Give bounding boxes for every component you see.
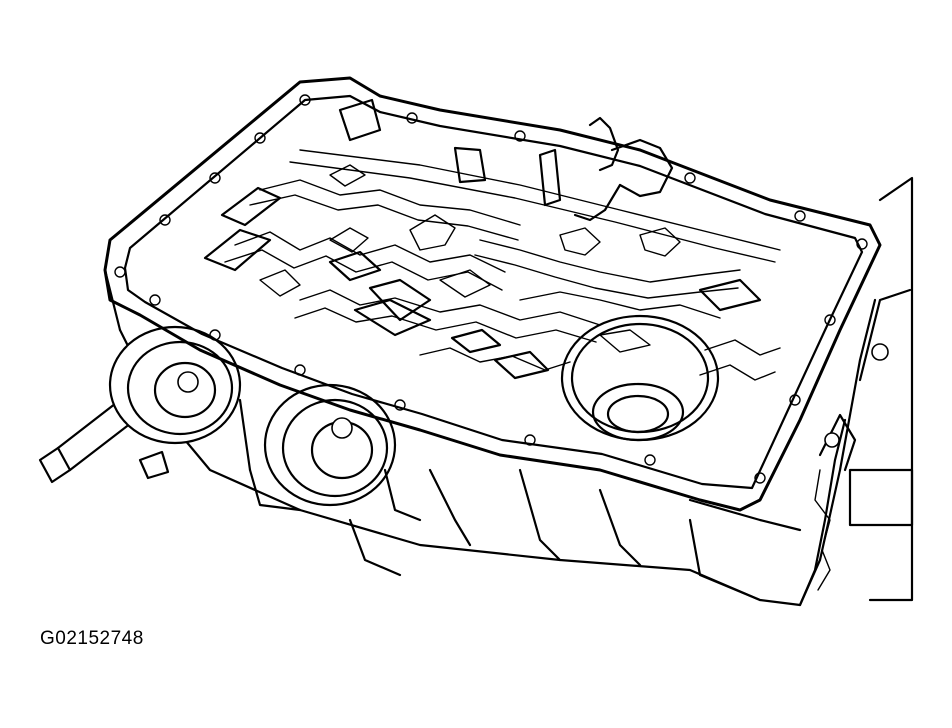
sensor-connector xyxy=(338,98,674,222)
valve-cavities xyxy=(203,186,762,380)
bell-housing xyxy=(798,176,914,607)
accumulator-bore xyxy=(560,314,720,442)
bolt-holes xyxy=(114,94,868,484)
figure-id-label: G02152748 xyxy=(40,628,144,649)
left-frame-edge xyxy=(103,268,422,522)
transmission-case xyxy=(118,298,877,607)
left-bore xyxy=(108,325,242,445)
hydraulic-passages xyxy=(224,149,781,381)
valve-body-plate xyxy=(103,76,882,512)
